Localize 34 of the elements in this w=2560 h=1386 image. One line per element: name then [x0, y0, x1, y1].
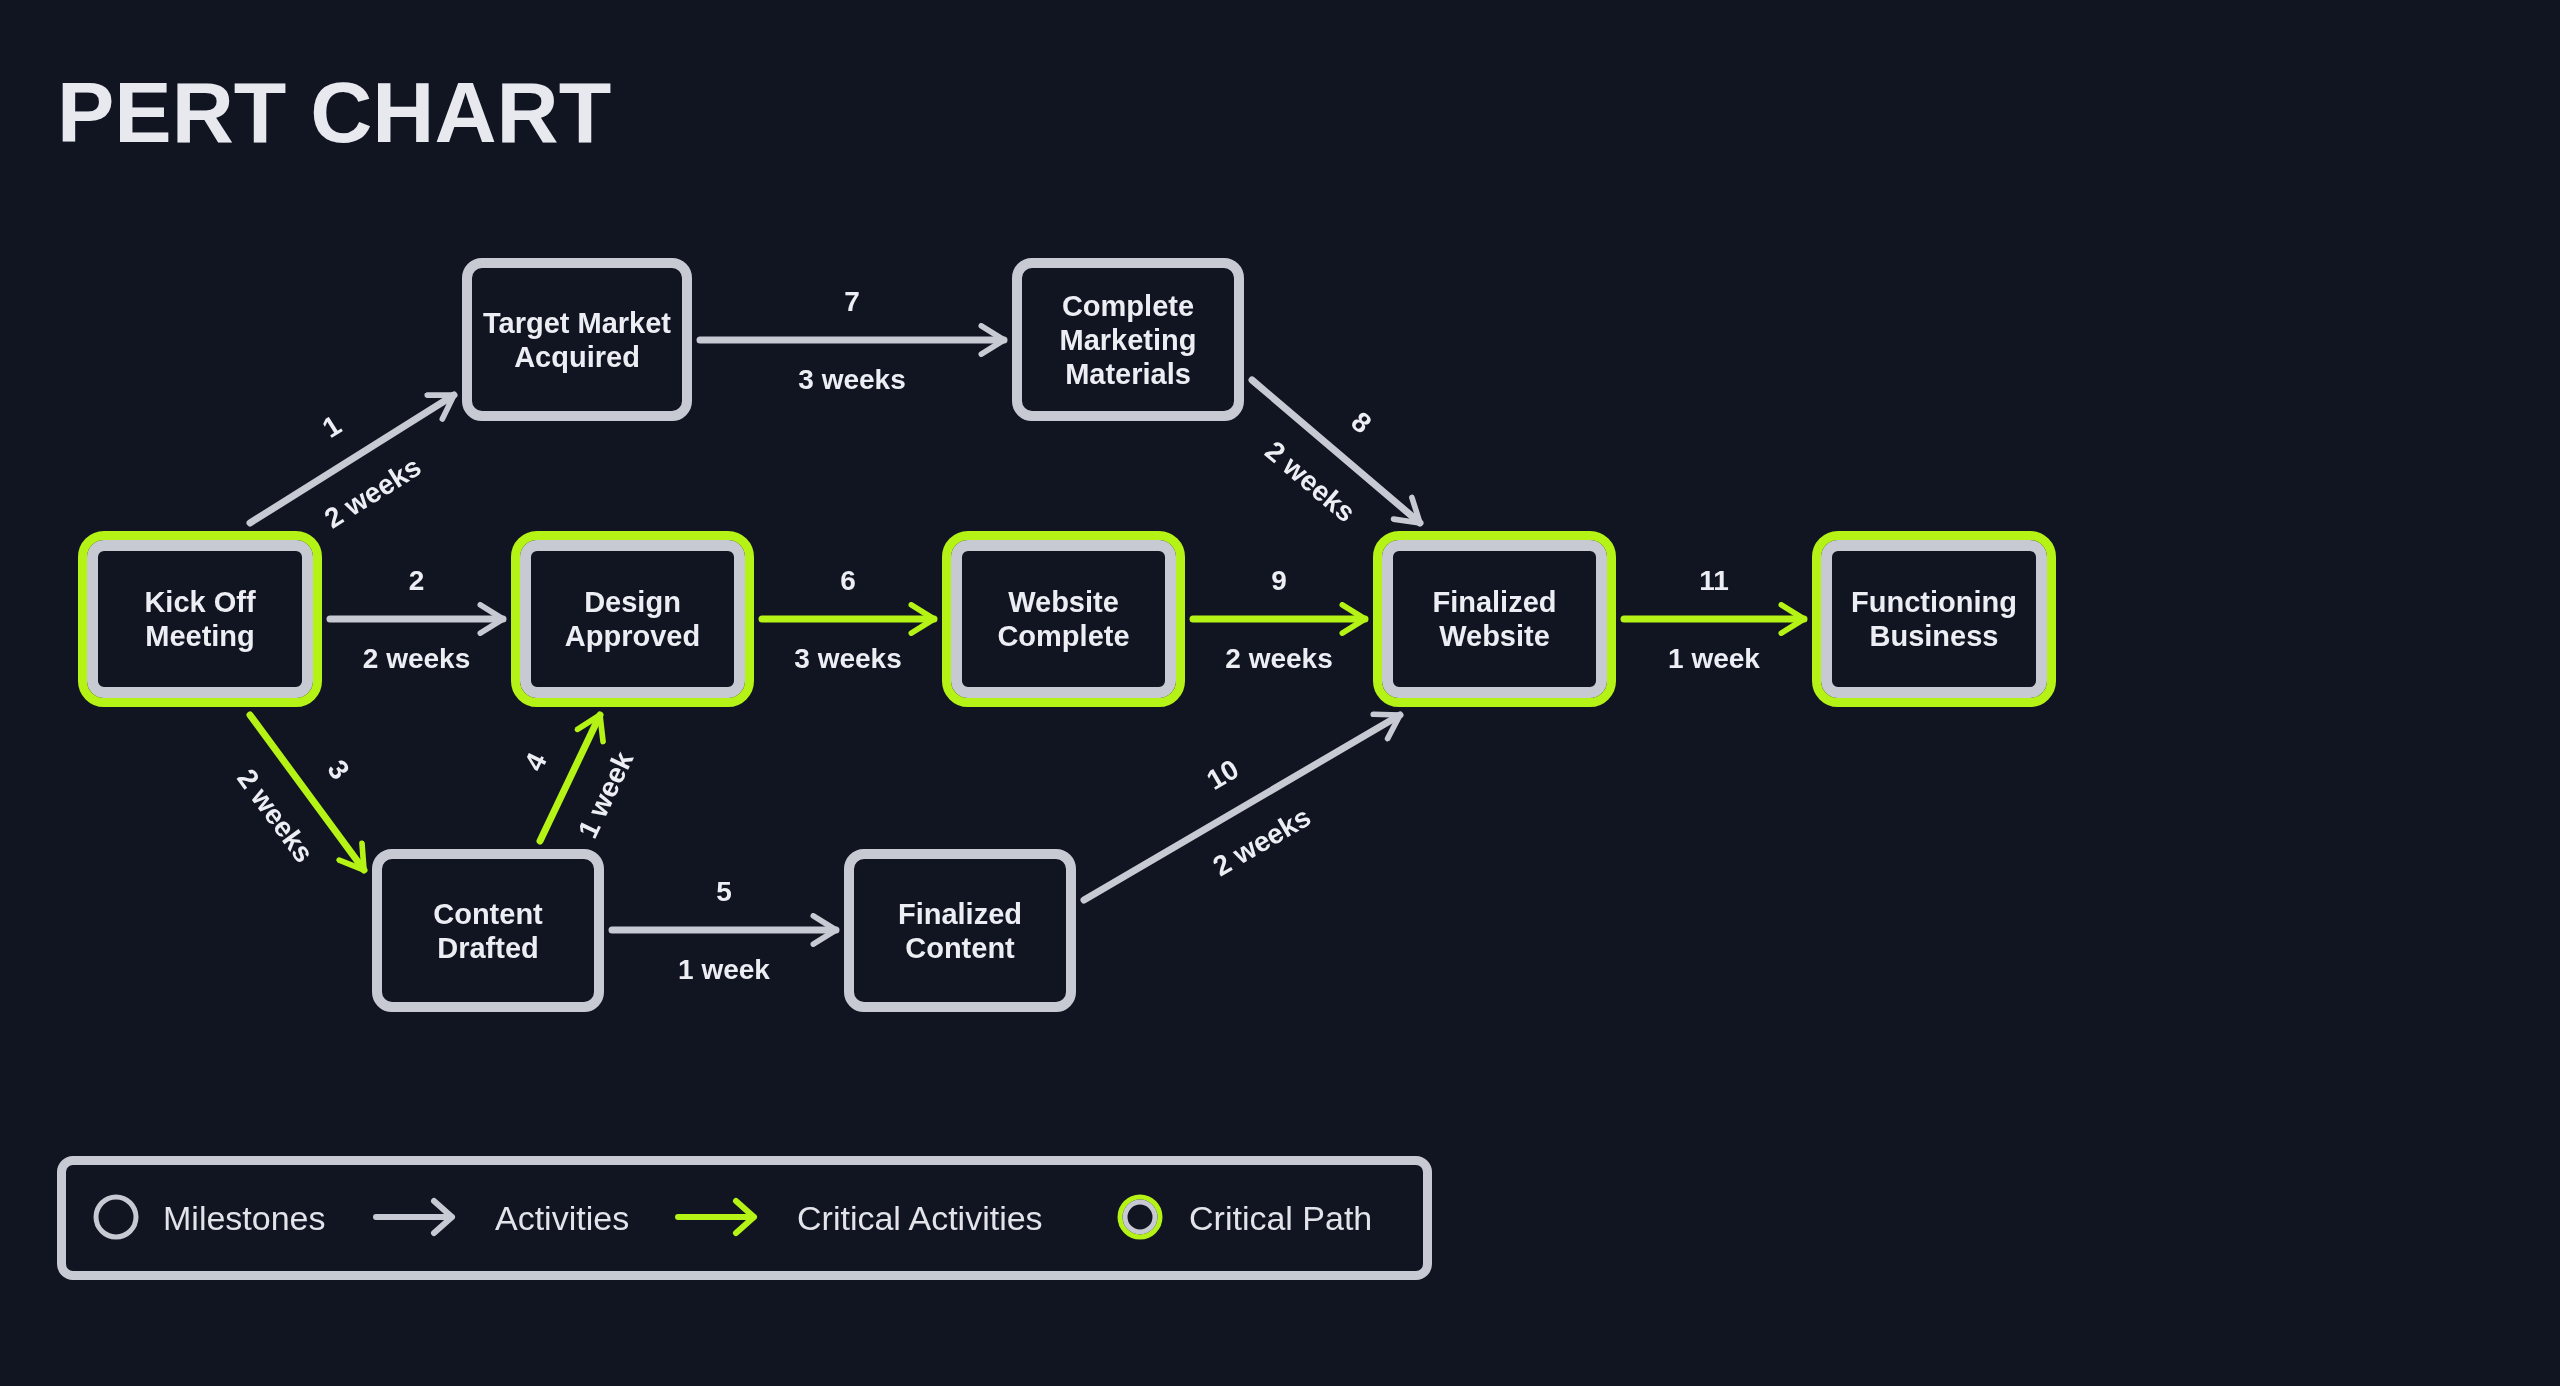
arrow	[1620, 602, 1808, 636]
chart-title: PERT CHART	[57, 63, 612, 162]
arrow	[1248, 376, 1424, 527]
arrow	[758, 602, 938, 636]
arrow	[326, 602, 507, 636]
legend-label: Activities	[495, 1198, 630, 1238]
critical-milestone-box	[78, 531, 322, 707]
legend-label: Critical Path	[1189, 1198, 1373, 1238]
milestone-label: Finalized Website	[1431, 585, 1558, 653]
arrow	[1080, 711, 1404, 904]
milestone-label: Content Drafted	[432, 896, 544, 965]
milestone-label: Target Market Acquired	[482, 305, 672, 374]
legend-label: Critical Activities	[797, 1198, 1043, 1238]
milestone-label: Functioning Business	[1850, 585, 2018, 653]
legend-label: Milestones	[163, 1198, 326, 1238]
milestone-box	[844, 849, 1076, 1012]
milestone-label: Website Complete	[996, 585, 1131, 653]
arrow	[696, 323, 1008, 357]
critical-milestone-box	[1373, 531, 1616, 707]
critical-milestone-box	[942, 531, 1185, 707]
arrow	[1189, 602, 1369, 636]
critical-milestone-box	[511, 531, 754, 707]
milestone-box	[462, 258, 692, 421]
milestone-label: Design Approved	[563, 585, 702, 653]
arrow	[246, 711, 368, 874]
milestone-box	[372, 849, 604, 1012]
arrow	[608, 913, 840, 947]
milestone-box	[1012, 258, 1244, 421]
arrow	[246, 391, 458, 527]
arrow	[536, 711, 606, 845]
milestone-label: Finalized Content	[896, 896, 1024, 965]
milestone-label: Complete Marketing Materials	[1058, 288, 1198, 391]
milestone-label: Kick Off Meeting	[143, 585, 257, 653]
critical-milestone-box	[1812, 531, 2056, 707]
